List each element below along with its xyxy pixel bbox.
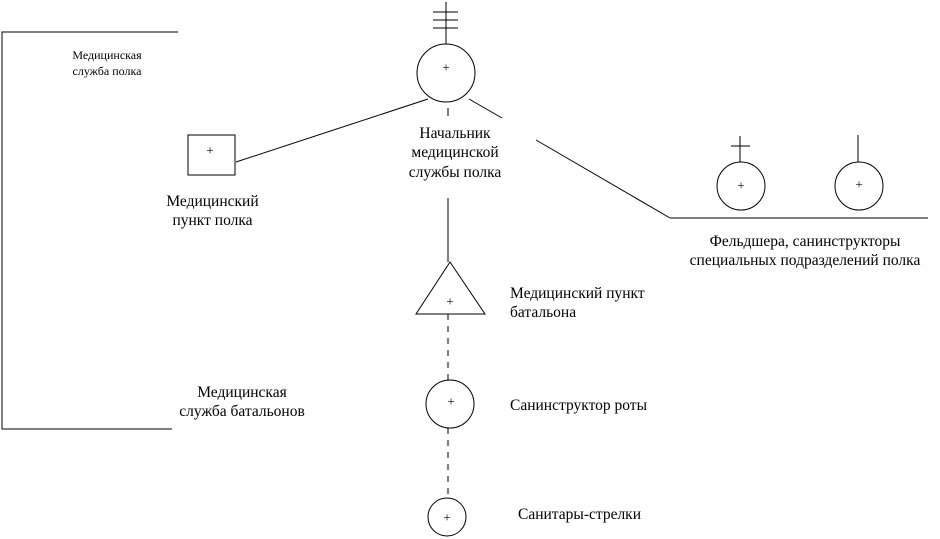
paramedic-1-circle	[716, 161, 766, 211]
connector-chief-paramedics-b	[535, 139, 671, 219]
company-instructor-mark: +	[447, 394, 454, 409]
paramedic-2-mark: +	[855, 177, 862, 192]
paramedic-2-circle	[834, 161, 884, 211]
label-battalion-aid-post: Медицинский пункт батальона	[510, 285, 645, 322]
rifle-orderlies-circle	[427, 497, 467, 537]
battalion-aid-post-triangle	[415, 261, 486, 315]
connector-chief-aid-post	[235, 98, 429, 163]
connector-chief-paramedics-a	[468, 98, 503, 119]
regiment-service-bracket	[1, 31, 178, 430]
label-rifle-orderlies: Санитары-стрелки	[518, 506, 642, 523]
regiment-aid-post-square	[187, 134, 236, 176]
battalion-aid-post-mark: +	[446, 294, 453, 309]
regiment-aid-post-mark: +	[206, 143, 213, 158]
company-instructor-circle	[425, 379, 475, 429]
label-battalion-medical-service: Медицинская служба батальонов	[179, 384, 305, 421]
chief-circle-mark: +	[442, 60, 449, 75]
chief-circle	[416, 43, 476, 103]
label-paramedics: Фельдшера, санинструкторы специальных по…	[689, 233, 921, 270]
rifle-orderlies-mark: +	[443, 510, 450, 525]
label-chief: Начальник медицинской службы полка	[408, 125, 502, 181]
label-regiment-medical-service: Медицинская служба полка	[72, 48, 142, 78]
label-regiment-aid-post: Медицинский пункт полка	[166, 193, 259, 230]
label-company-instructor: Санинструктор роты	[510, 397, 647, 414]
paramedic-1-mark: +	[737, 178, 744, 193]
